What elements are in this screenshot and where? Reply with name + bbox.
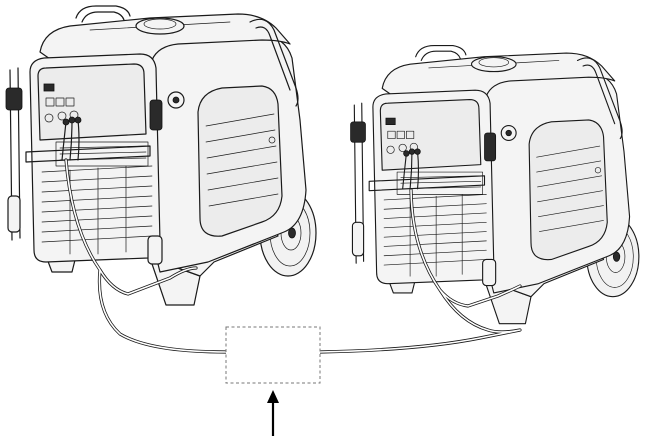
generator-right xyxy=(350,45,640,325)
parallel-cable-right xyxy=(318,188,522,354)
parallel-kit-box xyxy=(225,326,321,384)
callout-arrow xyxy=(267,390,279,436)
parallel-cable-left xyxy=(64,158,228,354)
generator-left xyxy=(5,5,317,306)
